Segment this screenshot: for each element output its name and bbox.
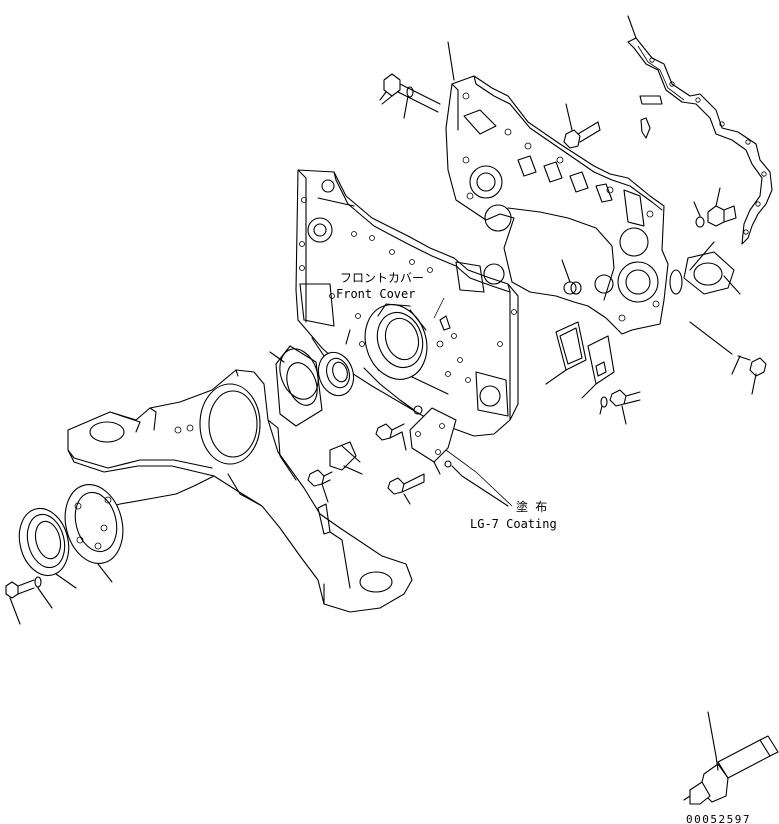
seal-cover xyxy=(18,507,77,589)
leader-line xyxy=(445,449,513,507)
washer-icon xyxy=(403,86,414,119)
bolt-icon xyxy=(563,103,601,149)
wear-sleeve xyxy=(269,345,323,427)
gasket xyxy=(545,321,587,385)
coating-jp-label: 塗 布 xyxy=(516,499,547,514)
bolt-icon xyxy=(693,187,737,228)
tool-icon xyxy=(683,711,779,805)
coating-en-label: LG-7 Coating xyxy=(470,517,557,531)
leader-line xyxy=(433,297,445,319)
bolt-icon xyxy=(387,473,425,505)
bolt-icon xyxy=(599,389,641,425)
pin-icon xyxy=(689,321,767,395)
cover-plate xyxy=(669,241,741,295)
damper-plate xyxy=(64,484,124,583)
bolt-icon xyxy=(5,576,53,625)
front-cover-en-label: Front Cover xyxy=(336,287,415,301)
front-support xyxy=(67,369,413,613)
front-cover-jp-label: フロントカバー xyxy=(340,271,424,285)
cover-plate xyxy=(409,407,509,507)
bolt-icon xyxy=(307,469,333,503)
gear-housing-plate xyxy=(445,41,669,335)
bolt-icon xyxy=(375,423,407,451)
drawing-code: 00052597 xyxy=(686,813,751,824)
gasket xyxy=(627,15,773,245)
seal-housing xyxy=(364,303,428,380)
oil-seal xyxy=(311,337,355,397)
plug-icon xyxy=(561,259,582,295)
bracket xyxy=(329,441,363,475)
bolt-icon xyxy=(379,73,441,113)
cover-plate xyxy=(581,335,615,399)
